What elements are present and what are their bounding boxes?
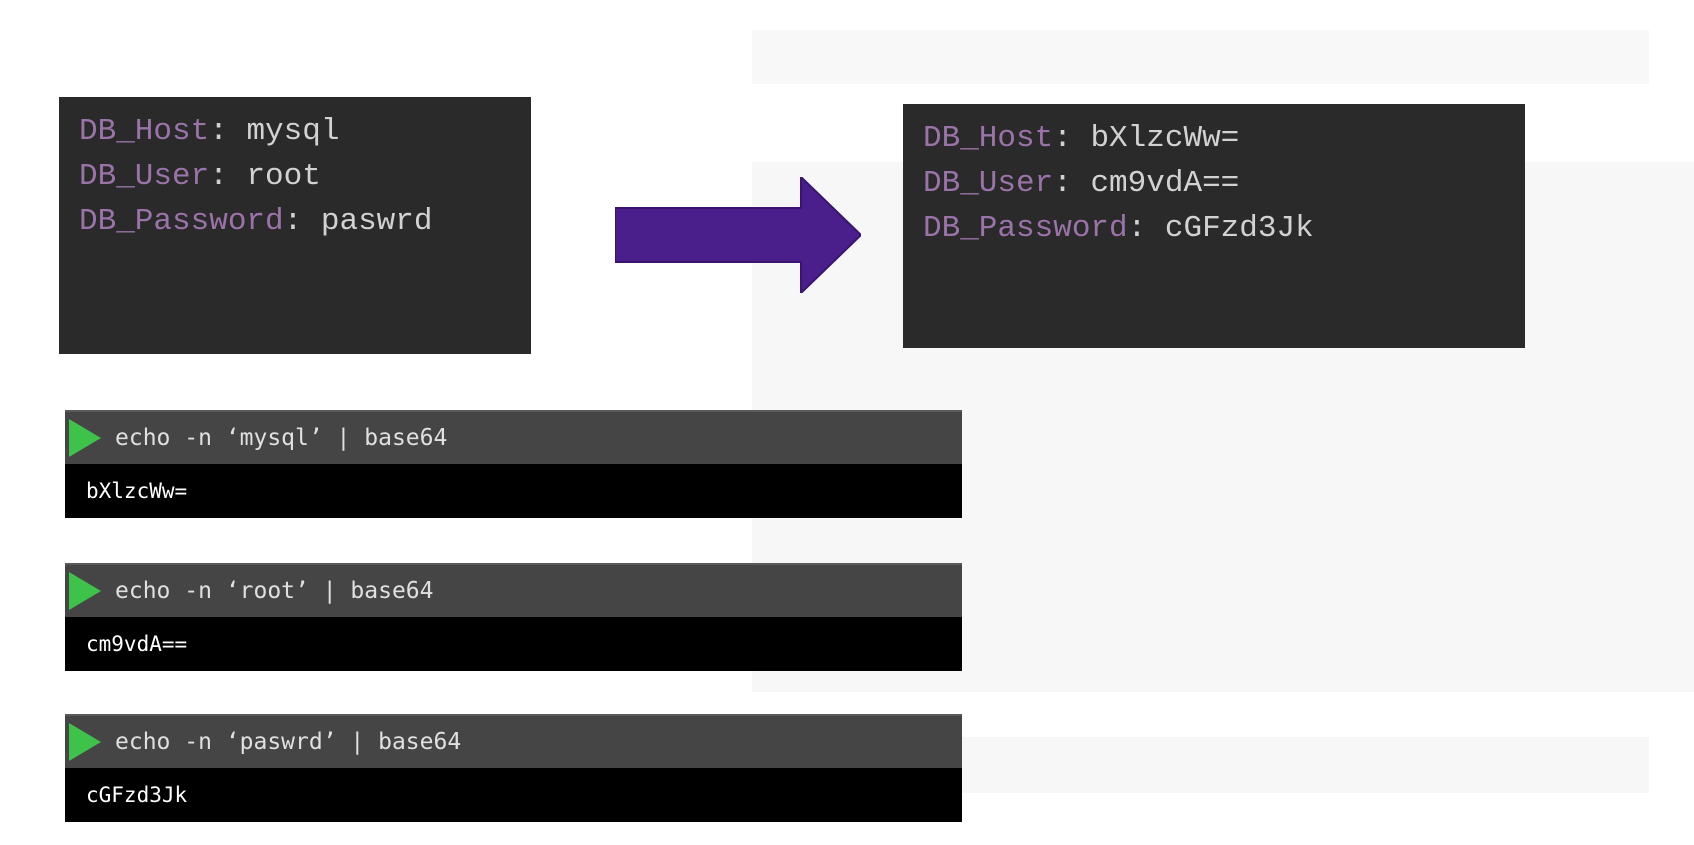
terminal-block: echo -n ‘root’ | base64 cm9vdA== bbox=[65, 563, 962, 671]
command-text: echo -n ‘mysql’ | base64 bbox=[115, 425, 448, 451]
config-key: DB_User bbox=[923, 166, 1054, 201]
terminal-output: cGFzd3Jk bbox=[65, 768, 962, 822]
background-panel-top bbox=[752, 30, 1649, 84]
config-key: DB_User bbox=[79, 159, 210, 194]
config-key: DB_Host bbox=[79, 114, 210, 149]
terminal-command: echo -n ‘paswrd’ | base64 bbox=[65, 714, 962, 768]
plain-config-box: DB_Host: mysql DB_User: root DB_Password… bbox=[59, 97, 531, 354]
config-line: DB_Host: bXlzcWw= bbox=[923, 121, 1240, 156]
terminal-block: echo -n ‘paswrd’ | base64 cGFzd3Jk bbox=[65, 714, 962, 822]
config-key: DB_Password bbox=[79, 204, 284, 239]
config-value: bXlzcWw= bbox=[1090, 121, 1240, 156]
terminal-block: echo -n ‘mysql’ | base64 bXlzcWw= bbox=[65, 410, 962, 518]
play-icon bbox=[69, 572, 101, 610]
config-value: paswrd bbox=[320, 204, 433, 239]
config-key: DB_Password bbox=[923, 211, 1128, 246]
config-key: DB_Host bbox=[923, 121, 1054, 156]
config-value: root bbox=[246, 159, 321, 194]
play-icon bbox=[69, 723, 101, 761]
encoded-config-box: DB_Host: bXlzcWw= DB_User: cm9vdA== DB_P… bbox=[903, 104, 1525, 348]
config-value: cGFzd3Jk bbox=[1164, 211, 1314, 246]
terminal-output: bXlzcWw= bbox=[65, 464, 962, 518]
right-arrow-icon bbox=[615, 177, 861, 293]
play-icon bbox=[69, 419, 101, 457]
config-line: DB_Host: mysql bbox=[79, 114, 340, 149]
command-text: echo -n ‘root’ | base64 bbox=[115, 578, 434, 604]
config-value: mysql bbox=[246, 114, 340, 149]
terminal-command: echo -n ‘mysql’ | base64 bbox=[65, 410, 962, 464]
terminal-output: cm9vdA== bbox=[65, 617, 962, 671]
config-line: DB_Password: cGFzd3Jk bbox=[923, 211, 1314, 246]
command-text: echo -n ‘paswrd’ | base64 bbox=[115, 729, 462, 755]
config-line: DB_User: cm9vdA== bbox=[923, 166, 1240, 201]
terminal-command: echo -n ‘root’ | base64 bbox=[65, 563, 962, 617]
config-line: DB_User: root bbox=[79, 159, 321, 194]
config-line: DB_Password: paswrd bbox=[79, 204, 433, 239]
config-value: cm9vdA== bbox=[1090, 166, 1240, 201]
